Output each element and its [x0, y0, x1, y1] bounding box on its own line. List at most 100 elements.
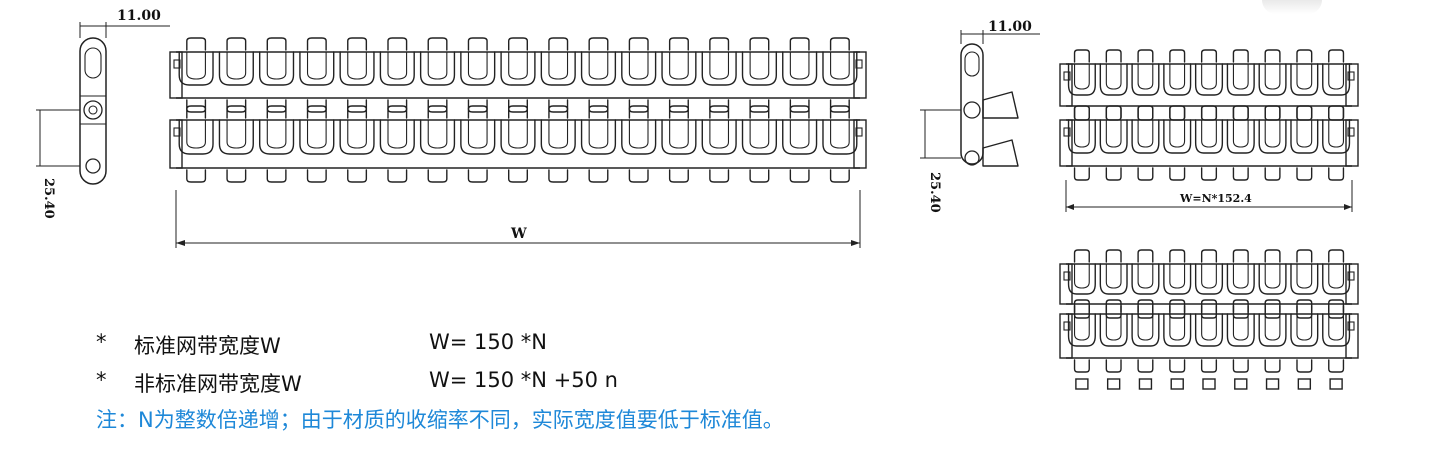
link-lug-top [628, 105, 649, 119]
link-loop-inner [789, 119, 810, 149]
link-lug-top [1073, 105, 1090, 119]
link-loop-inner [628, 51, 649, 80]
link-loop [741, 51, 778, 86]
link-loop [1258, 119, 1287, 154]
link-loop-inner [1264, 63, 1281, 90]
corner-shadow [1262, 0, 1322, 14]
link-loop [1290, 63, 1319, 96]
side-pin [88, 105, 98, 115]
bottom-foot [1106, 378, 1121, 390]
link-lug-bottom [1105, 107, 1122, 121]
link-lug-top [1328, 49, 1345, 63]
link-loop-inner [186, 119, 206, 149]
link-loop [1099, 63, 1128, 96]
link-loop [1226, 313, 1255, 347]
link-lug-top [668, 105, 689, 119]
link-lug-bottom [1264, 305, 1281, 319]
link-loop [580, 51, 617, 86]
link-loop-inner [1264, 313, 1281, 341]
link-lug-bottom [1169, 305, 1186, 319]
link-loop [1322, 119, 1351, 154]
edge-slot [1063, 71, 1071, 81]
link-lug-top [1073, 49, 1090, 63]
edge-slot [1063, 127, 1071, 137]
edge-slot [173, 127, 181, 137]
link-lug-bottom [1232, 359, 1249, 373]
link-lug-top [427, 105, 448, 119]
link-lug-bottom [1296, 107, 1313, 121]
link-loop [339, 51, 375, 86]
edge-cap [1345, 63, 1359, 107]
link-lug-top [467, 105, 488, 119]
link-loop-inner [1328, 263, 1344, 289]
link-loop [621, 119, 657, 155]
edge-slot [1347, 271, 1355, 281]
link-lug-top [1200, 105, 1218, 119]
bottom-foot [1075, 378, 1089, 390]
link-lug-bottom [1169, 167, 1186, 181]
link-lug-top [628, 37, 649, 51]
link-loop-inner [1074, 119, 1090, 148]
link-lug-bottom [1137, 359, 1154, 373]
link-lug-bottom [1328, 167, 1345, 181]
link-lug-bottom [1105, 359, 1122, 373]
edge-cap [1059, 119, 1073, 167]
link-lug-top [1105, 105, 1122, 119]
link-lug-top [186, 105, 207, 119]
link-loop-inner [1105, 313, 1122, 341]
link-loop-inner [266, 51, 287, 80]
link-lug-top [829, 37, 850, 51]
dim-overall-width: W [510, 226, 527, 242]
link-lug-bottom [1328, 359, 1345, 373]
link-lug-bottom [709, 169, 730, 183]
link-lug-top [1264, 299, 1281, 313]
link-loop-inner [1232, 119, 1249, 148]
top-view-main [169, 37, 867, 248]
edge-cap [853, 119, 867, 169]
link-lug-top [1200, 49, 1218, 63]
link-loop-inner [1137, 263, 1154, 289]
link-loop-inner [749, 119, 770, 149]
link-loop [178, 119, 214, 155]
link-loop-inner [1074, 313, 1090, 341]
dim-arrow [851, 240, 860, 246]
link-lug-bottom [1073, 107, 1090, 121]
link-loop-inner [226, 51, 247, 80]
link-loop [1163, 119, 1192, 154]
link-loop [1131, 263, 1160, 295]
link-lug-top [1328, 105, 1345, 119]
link-lug-bottom [1137, 167, 1154, 181]
link-lug-top [266, 105, 287, 119]
link-loop [419, 119, 456, 155]
link-loop-inner [1296, 63, 1313, 90]
link-lug-top [789, 37, 810, 51]
link-lug-top [588, 105, 609, 119]
link-loop [1322, 63, 1351, 96]
link-lug-bottom [628, 169, 649, 183]
nonstandard-width-formula: W= 150 *N +50 n [429, 368, 618, 392]
link-loop-inner [186, 51, 206, 80]
link-lug-top [347, 105, 368, 119]
link-loop-inner [226, 119, 247, 149]
link-loop [1067, 63, 1096, 96]
link-lug-top [427, 37, 448, 51]
link-loop-inner [1264, 263, 1281, 289]
link-lug-top [306, 105, 327, 119]
link-loop [540, 51, 576, 86]
side-pin-hole [964, 150, 980, 166]
footnote: 注：N为整数倍递增；由于材质的收缩率不同，实际宽度值要低于标准值。 [96, 408, 784, 432]
link-loop-inner [548, 119, 569, 149]
link-loop-inner [1074, 63, 1090, 90]
link-loop [419, 51, 456, 86]
link-loop [500, 119, 536, 155]
link-loop [299, 51, 335, 86]
link-loop [1194, 119, 1224, 154]
link-lug-bottom [1328, 305, 1345, 319]
dim-module-width: W=N*152.4 [1179, 192, 1252, 205]
link-loop-inner [1232, 313, 1249, 341]
link-lug-bottom [467, 169, 488, 183]
link-loop-inner [1137, 63, 1154, 90]
link-lug-top [1169, 49, 1186, 63]
link-loop [1194, 263, 1224, 295]
